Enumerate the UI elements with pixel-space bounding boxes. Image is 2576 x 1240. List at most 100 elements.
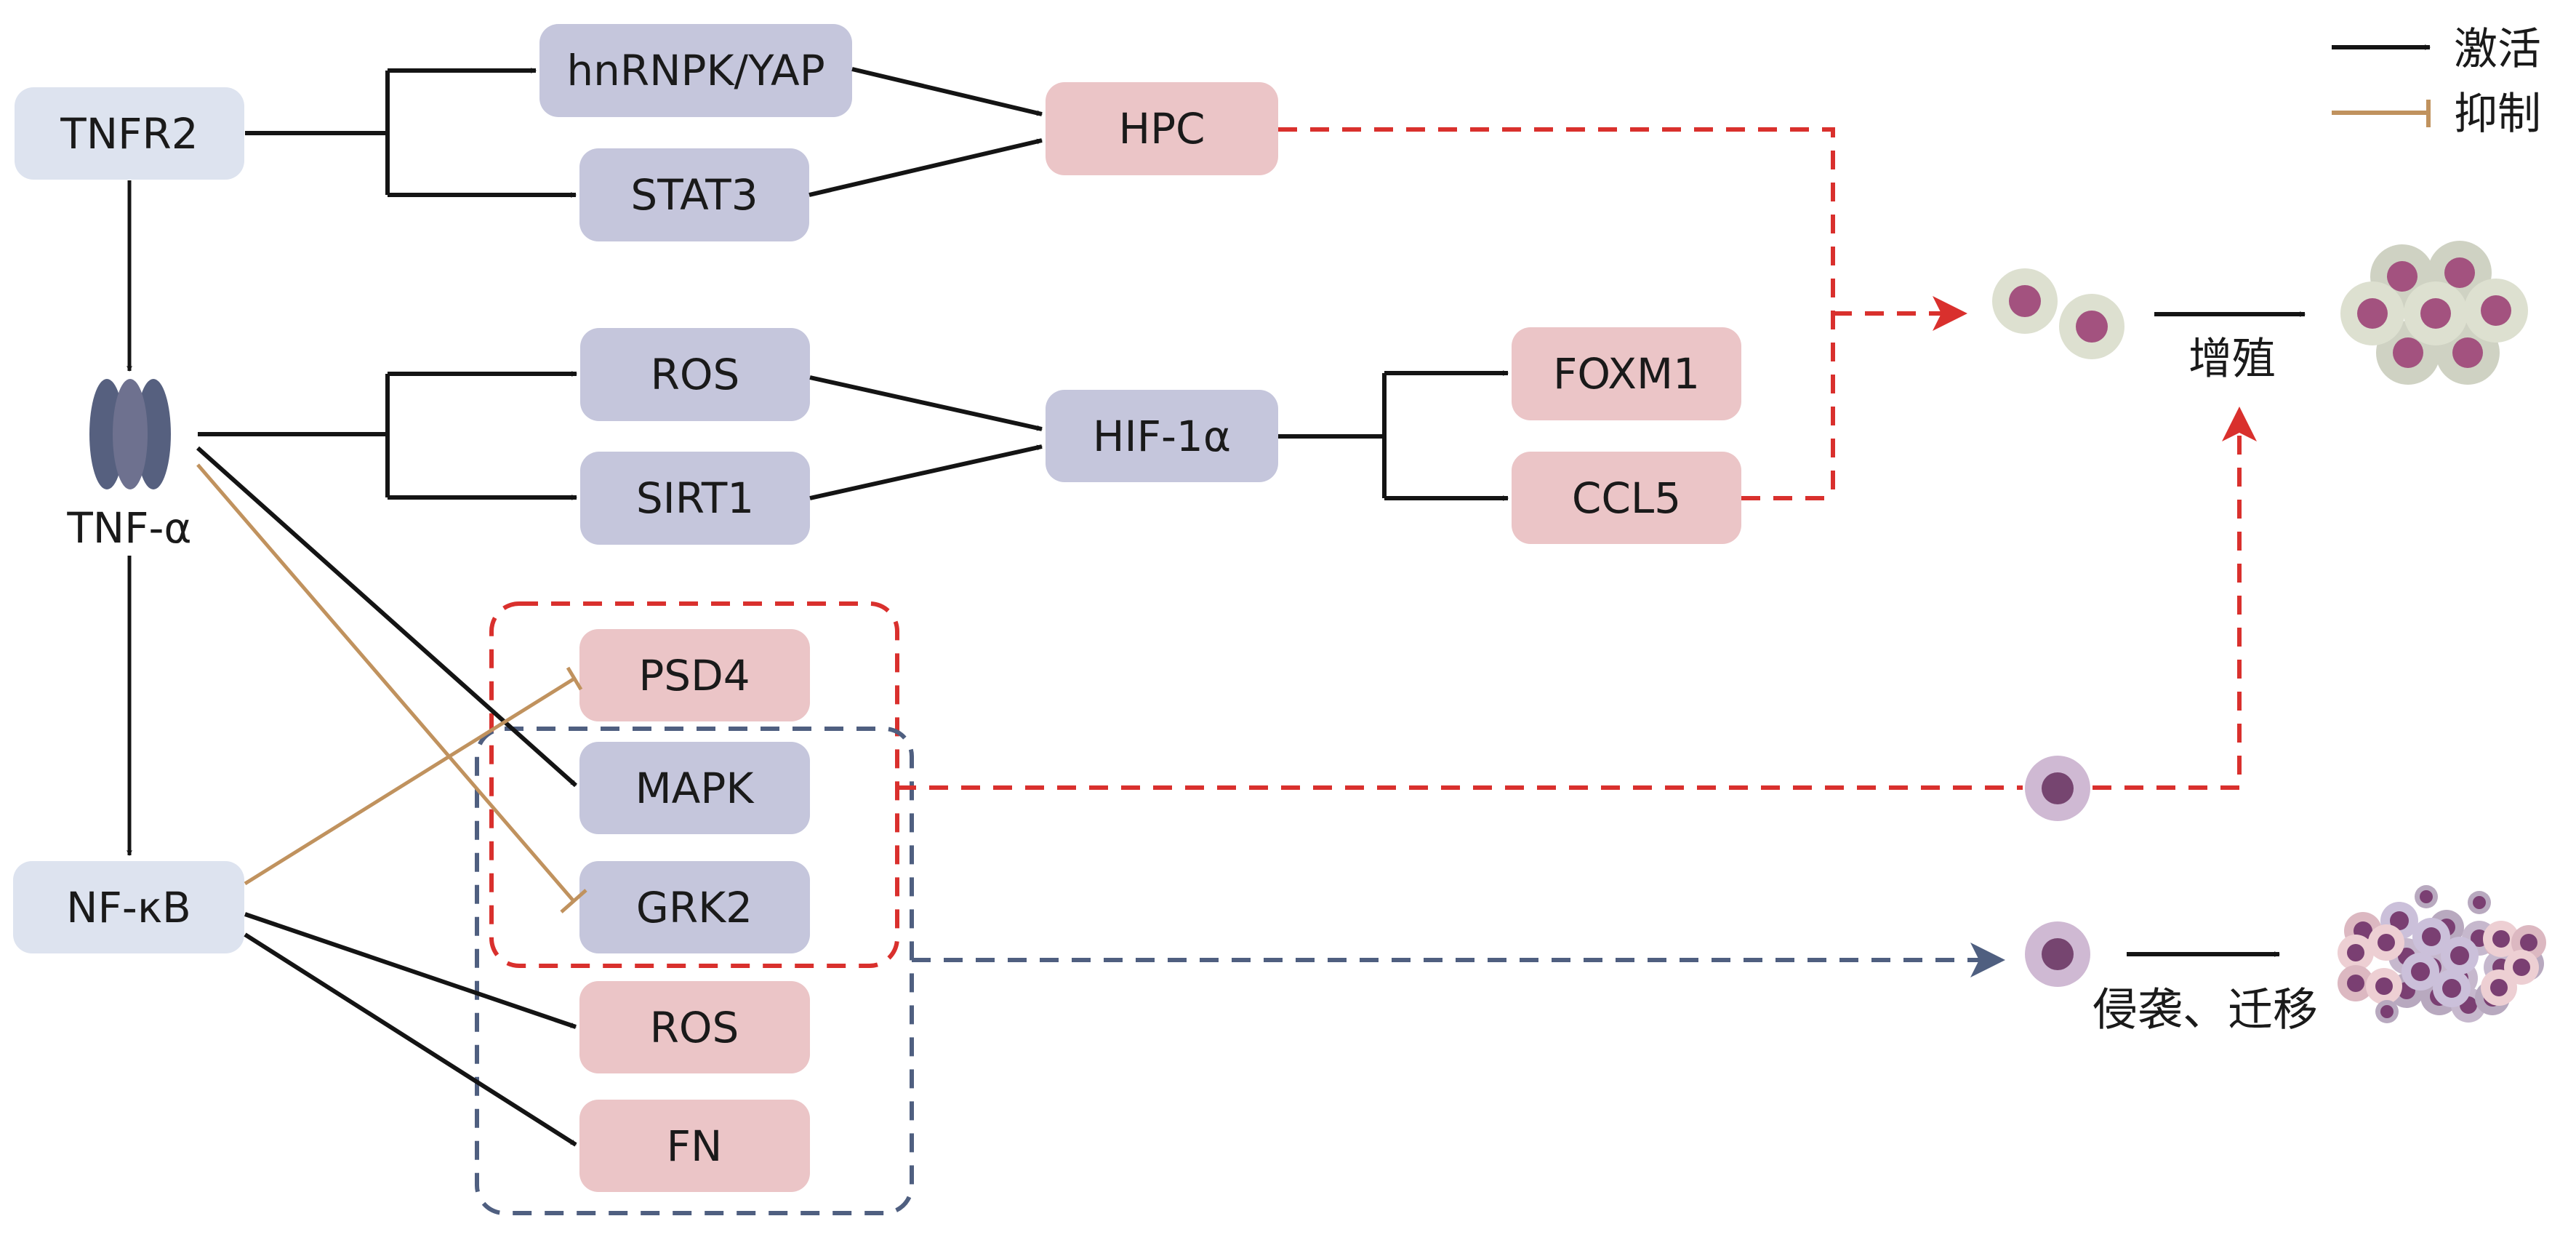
cell-nucleus bbox=[2473, 896, 2486, 909]
cell-nucleus bbox=[2490, 979, 2508, 996]
node-ros-bottom[interactable]: ROS bbox=[579, 981, 810, 1073]
cell-nucleus bbox=[2481, 295, 2511, 326]
cell-nucleus bbox=[2347, 944, 2364, 961]
node-sirt1[interactable]: SIRT1 bbox=[580, 452, 810, 545]
edge-sirt1-hif1a bbox=[809, 444, 1043, 500]
cell-nucleus bbox=[2042, 938, 2074, 970]
cell-nucleus bbox=[2390, 911, 2409, 930]
edge-nfkb-ros bbox=[244, 912, 577, 1029]
cell-nucleus bbox=[2420, 890, 2433, 903]
proliferation-label: 增殖 bbox=[2188, 334, 2276, 385]
edge-ros-hif1a bbox=[809, 375, 1043, 431]
grk2-inhibit-bar bbox=[560, 889, 587, 913]
cell-nucleus bbox=[2411, 962, 2430, 981]
node-nfkb[interactable]: NF-κB bbox=[13, 861, 244, 953]
node-psd4[interactable]: PSD4 bbox=[579, 629, 810, 721]
invasive-cell-icon bbox=[2441, 937, 2479, 975]
activation-edges bbox=[127, 67, 1509, 1147]
cell-nucleus bbox=[2492, 930, 2510, 948]
node-label: SIRT1 bbox=[636, 473, 754, 523]
cell-nucleus bbox=[2444, 257, 2475, 288]
node-hif1a[interactable]: HIF-1α bbox=[1046, 390, 1278, 482]
invasive-cell-icon bbox=[2481, 969, 2517, 1006]
cell-cluster-icon bbox=[2464, 279, 2528, 343]
cell-nucleus bbox=[2076, 311, 2108, 343]
edge-tnfa-mapk bbox=[196, 446, 577, 788]
invasion-migration-label: 侵袭、迁移 bbox=[2093, 983, 2318, 1036]
node-mapk[interactable]: MAPK bbox=[579, 742, 810, 834]
invasive-cell-icon bbox=[2338, 965, 2374, 1001]
node-foxm1[interactable]: FOXM1 bbox=[1512, 327, 1741, 420]
tnf-trimer-icon bbox=[89, 379, 171, 489]
mapk-group-to-proliferation-path bbox=[897, 411, 2239, 790]
edge-stat3-hpc bbox=[808, 138, 1043, 197]
edge-nfkb-fn bbox=[244, 932, 577, 1147]
inhibition-bar-icon bbox=[2332, 100, 2431, 127]
edge-hif1a-branch bbox=[1278, 373, 1387, 498]
node-label: CCL5 bbox=[1572, 473, 1681, 523]
node-label: MAPK bbox=[635, 764, 755, 813]
legend: 激活 抑制 bbox=[2332, 24, 2541, 140]
cell-nucleus bbox=[2520, 934, 2537, 951]
node-label: hnRNPK/YAP bbox=[566, 46, 824, 95]
cell-nucleus bbox=[2357, 298, 2388, 329]
node-label: TNF-α bbox=[66, 503, 191, 553]
legend-activation-label: 激活 bbox=[2454, 24, 2541, 75]
cell-cluster-icon bbox=[2340, 281, 2404, 345]
node-ros-top[interactable]: ROS bbox=[580, 328, 810, 421]
edge-tnfa-branch bbox=[198, 374, 390, 497]
cell-icon bbox=[1992, 268, 2058, 334]
cell-nucleus bbox=[2380, 1005, 2394, 1018]
edge-nfkb-psd4-inhibit bbox=[244, 676, 576, 886]
cell-nucleus bbox=[2393, 337, 2423, 368]
node-label: FN bbox=[667, 1121, 723, 1171]
cell-nucleus bbox=[2442, 979, 2461, 998]
node-label: HIF-1α bbox=[1093, 412, 1231, 461]
cell-nucleus bbox=[2452, 337, 2483, 368]
cell-nucleus bbox=[2375, 977, 2393, 995]
cell-nucleus bbox=[2387, 261, 2417, 292]
invasive-cell-icon bbox=[2368, 924, 2404, 961]
edge-hnrnpk-hpc bbox=[851, 67, 1043, 116]
node-label: PSD4 bbox=[638, 651, 750, 700]
edge-tnfa-grk2-inhibit bbox=[196, 463, 575, 903]
node-label: TNFR2 bbox=[60, 109, 198, 159]
node-hnrnpk-yap[interactable]: hnRNPK/YAP bbox=[539, 24, 852, 117]
cell-nucleus bbox=[2450, 946, 2469, 965]
proliferation-group-box bbox=[489, 601, 899, 968]
invasive-cell-icon bbox=[2433, 969, 2471, 1007]
node-fn[interactable]: FN bbox=[579, 1100, 810, 1192]
node-ccl5[interactable]: CCL5 bbox=[1512, 452, 1741, 544]
invasive-cell-icon bbox=[2468, 891, 2491, 914]
invasive-cell-icon bbox=[2415, 885, 2438, 908]
legend-inhibition: 抑制 bbox=[2332, 89, 2541, 140]
cell-cluster-icon bbox=[2404, 281, 2468, 345]
node-label: GRK2 bbox=[636, 883, 753, 932]
invasive-cell-icon bbox=[2412, 918, 2450, 956]
cell-nucleus bbox=[2422, 927, 2441, 946]
cells-layer bbox=[1992, 241, 2546, 1023]
invasive-cell-icon bbox=[2375, 1000, 2399, 1023]
invasive-cell-icon bbox=[2338, 935, 2374, 971]
legend-inhibition-label: 抑制 bbox=[2454, 89, 2541, 140]
node-label: STAT3 bbox=[630, 170, 758, 220]
node-grk2[interactable]: GRK2 bbox=[579, 861, 810, 953]
cell-nucleus bbox=[2513, 959, 2530, 976]
invasive-cell-icon bbox=[2402, 953, 2439, 991]
node-label: FOXM1 bbox=[1553, 349, 1700, 399]
node-tnfr2[interactable]: TNFR2 bbox=[15, 87, 244, 180]
cell-nucleus bbox=[2420, 298, 2451, 329]
node-label: ROS bbox=[651, 350, 740, 399]
node-hpc[interactable]: HPC bbox=[1046, 82, 1278, 175]
cell-nucleus bbox=[2042, 772, 2074, 804]
invasive-cell-icon bbox=[2483, 921, 2519, 957]
cell-icon bbox=[2025, 756, 2090, 821]
cell-nucleus bbox=[2009, 285, 2041, 317]
cell-nucleus bbox=[2378, 934, 2395, 951]
node-stat3[interactable]: STAT3 bbox=[579, 148, 809, 241]
node-tnf-alpha[interactable]: TNF-α bbox=[66, 379, 192, 553]
inhibition-edges bbox=[196, 463, 587, 913]
cell-nucleus bbox=[2347, 975, 2364, 992]
cell-icon bbox=[2025, 921, 2090, 987]
